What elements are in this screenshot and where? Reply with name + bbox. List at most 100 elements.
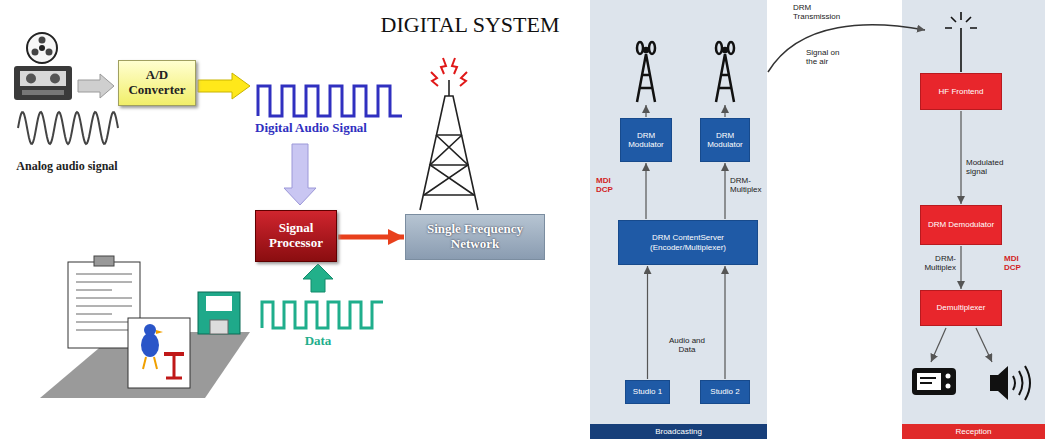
digital-wave — [258, 86, 402, 116]
transmitter-tower — [424, 135, 474, 195]
clipboard — [76, 282, 132, 283]
clipboard — [76, 306, 132, 307]
radio-icon — [912, 368, 956, 395]
radio-waves — [431, 72, 438, 86]
frontend-box: HF Frontend — [920, 73, 1002, 110]
studio-box: Studio 2 — [700, 380, 750, 404]
stream-label: Modulated signal — [966, 158, 1012, 176]
radio-waves — [452, 58, 457, 74]
tape-recorder — [39, 37, 46, 44]
lavender-arrow — [284, 144, 316, 205]
box-label: DRM Modulator — [625, 131, 667, 149]
box-label: DRM Demodulator — [928, 220, 994, 229]
transmitter-tower — [420, 96, 478, 210]
protocol-label: MDI DCP — [596, 176, 620, 194]
modulator-to-tower-arrow — [645, 105, 646, 117]
clipboard — [76, 274, 132, 330]
box-label: Demultiplexer — [937, 303, 986, 312]
tape-recorder — [39, 45, 45, 51]
connector-arrow — [647, 266, 648, 379]
tape-recorder — [46, 49, 53, 56]
box-label: Signal Processor — [260, 221, 332, 251]
clipboard — [76, 290, 112, 291]
signal-label: Analog audio signal — [12, 160, 122, 174]
clipboard — [76, 274, 132, 275]
picture — [156, 330, 163, 334]
reception-panel: Reception HF FrontendDRM DemodulatorDemul… — [902, 0, 1045, 439]
stream-label: Audio and Data — [666, 336, 708, 354]
speaker-icon — [1013, 366, 1030, 400]
transmitter-tower — [424, 135, 474, 195]
broadcasting-panel: Broadcasting DRM Modulator DRM ModulatorDR… — [590, 0, 767, 439]
network-box: Single Frequency Network — [405, 214, 545, 260]
transmission-label: DRM Transmission — [793, 3, 843, 21]
data-wave — [262, 302, 383, 328]
drm-tower — [716, 42, 734, 102]
drm-tower — [716, 54, 734, 102]
signal-label: Digital Audio Signal — [255, 121, 425, 136]
radio-icon — [946, 384, 951, 389]
picture — [166, 356, 182, 378]
clipboard — [76, 298, 132, 299]
speaker-icon — [990, 366, 1008, 400]
converter-box: A/D Converter — [118, 60, 196, 106]
tape-recorder — [27, 33, 57, 63]
picture — [143, 357, 157, 369]
modulator-box: DRM Modulator — [700, 118, 750, 162]
drm-tower — [644, 48, 648, 52]
floppy-disk — [206, 296, 232, 311]
box-label: HF Frontend — [939, 87, 984, 96]
yellow-arrow — [198, 73, 250, 99]
receive-antenna — [945, 12, 977, 72]
floppy-disk — [210, 320, 228, 334]
content-server-box: DRM ContentServer (Encoder/Multiplexer) — [618, 220, 758, 265]
processor-box: Signal Processor — [255, 210, 337, 262]
receive-antenna — [945, 12, 977, 28]
connector-arrow — [338, 235, 404, 240]
drm-tower — [728, 42, 734, 54]
box-label: DRM Modulator — [705, 131, 745, 149]
speaker-icon — [990, 366, 1030, 400]
connector-arrow — [645, 163, 646, 219]
radio-icon — [946, 374, 951, 379]
output-arrow — [931, 328, 946, 362]
signal-label: Data — [293, 334, 343, 349]
transmission-arrow — [768, 25, 925, 72]
box-label: Studio 1 — [633, 387, 662, 396]
stream-label: DRM-Multiplex — [908, 254, 956, 272]
broadcasting-panel-ground — [590, 0, 767, 439]
box-label: Single Frequency Network — [410, 222, 540, 252]
analog-wave — [18, 112, 118, 144]
diagram-title: DIGITAL SYSTEM — [330, 12, 610, 38]
box-label: Studio 2 — [710, 387, 739, 396]
clipboard — [94, 256, 114, 266]
receive-antenna — [960, 28, 962, 72]
picture — [164, 352, 184, 356]
panel-heading: Broadcasting — [590, 424, 767, 439]
drm-tower — [649, 42, 655, 54]
clipboard — [76, 330, 132, 331]
tape-recorder — [32, 49, 39, 56]
output-arrow — [976, 328, 992, 362]
data-arrow — [303, 264, 333, 292]
tape-recorder — [22, 90, 64, 95]
clipboard — [76, 314, 112, 315]
clipboard — [76, 322, 132, 323]
tape-recorder — [20, 71, 66, 86]
connector-arrow — [724, 266, 725, 379]
panel-heading: Reception — [902, 424, 1045, 439]
radio-icon — [912, 368, 956, 395]
studio-box: Studio 1 — [625, 380, 670, 404]
demultiplexer-box: Demultiplexer — [920, 290, 1002, 326]
drm-tower — [637, 42, 655, 102]
connector-arrow — [724, 163, 725, 219]
tape-recorder — [14, 66, 72, 100]
modulator-box: DRM Modulator — [620, 118, 672, 162]
tape-recorder — [50, 74, 60, 84]
connector-arrow — [960, 111, 961, 204]
picture — [141, 333, 159, 357]
box-label: A/D Converter — [123, 68, 191, 98]
tape-recorder — [26, 74, 36, 84]
stream-label: DRM-Multiplex — [730, 176, 770, 194]
